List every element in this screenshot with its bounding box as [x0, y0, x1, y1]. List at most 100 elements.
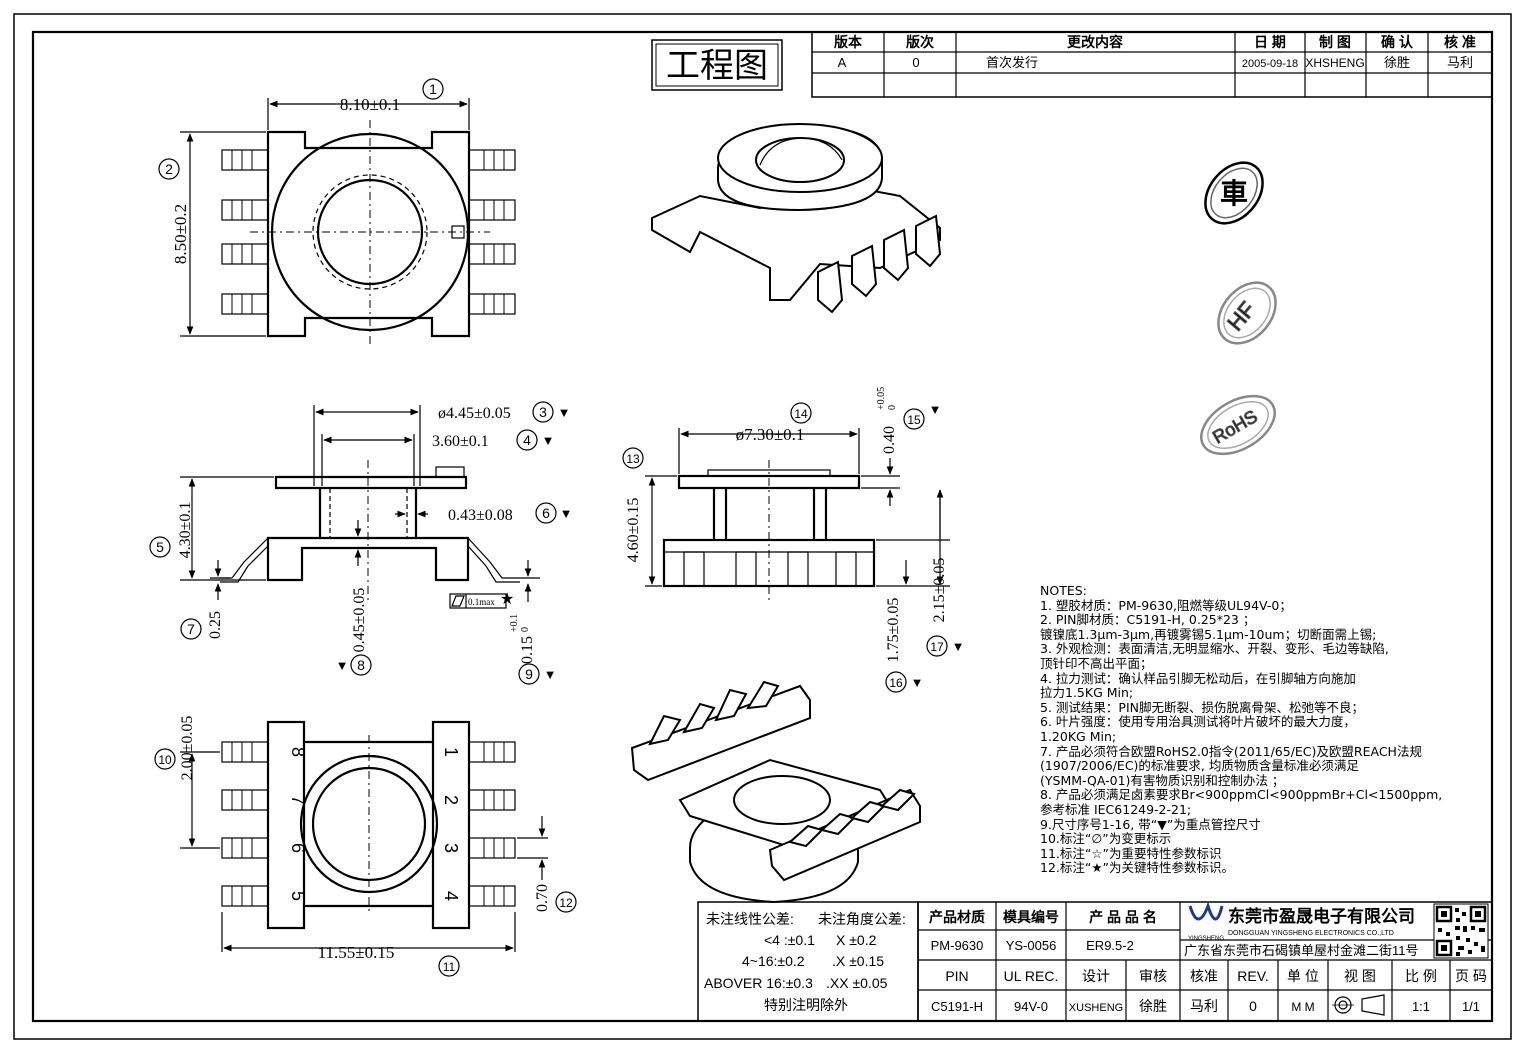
note-line: 4. 拉力测试：确认样品引脚无松动后，在引脚轴方向施加 — [1040, 670, 1356, 686]
dim-2-text: 8.50±0.2 — [171, 204, 190, 264]
critical-dimension-triangle-icon: ▼ — [929, 402, 942, 417]
tb-approve-label: 核准 — [1190, 968, 1218, 984]
critical-dimension-triangle-icon: ▼ — [336, 658, 349, 673]
tb-rev: 0 — [1249, 998, 1257, 1014]
rev-header-drawn: 制 图 — [1319, 34, 1351, 50]
critical-dimension-triangle-icon: ▼ — [911, 675, 924, 690]
note-line: 1.20KG Min; — [1040, 728, 1117, 744]
notes-heading: NOTES: — [1040, 583, 1087, 598]
dim-9-tol: +0.10 — [509, 614, 531, 632]
top-pin — [468, 149, 516, 171]
tb-approve: 马利 — [1190, 998, 1218, 1014]
balloon-7-text: 7 — [187, 621, 195, 637]
company-logo: YINGSHENG — [1188, 901, 1224, 942]
top-view — [221, 120, 516, 345]
balloon-7: 7 — [180, 618, 202, 640]
top-pin — [221, 243, 269, 265]
note-line: 7. 产品必须符合欧盟RoHS2.0指令(2011/65/EC)及欧盟REACH… — [1040, 743, 1422, 759]
rev-cell-version: A — [838, 55, 847, 70]
tb-view-label: 视 图 — [1344, 968, 1376, 984]
tb-ul-label: UL REC. — [1004, 968, 1059, 984]
rev-header-date: 日 期 — [1254, 34, 1286, 50]
dim-15-tol: +0.050 — [876, 387, 898, 410]
dim-4-text: 3.60±0.1 — [432, 433, 489, 450]
company-name-cn: 东莞市盈晟电子有限公司 — [1228, 906, 1415, 926]
top-pin — [468, 243, 516, 265]
tb-pin-label: PIN — [945, 968, 968, 984]
stamp-rohs-text: RoHS — [1209, 406, 1261, 447]
stamp-car-text: 車 — [1220, 178, 1248, 209]
critical-dimension-triangle-icon: ▼ — [542, 433, 555, 448]
projection-symbol-icon — [1332, 994, 1385, 1016]
balloon-10-text: 10 — [158, 753, 172, 767]
tol-row2-linear: 4~16:±0.2 — [742, 953, 805, 969]
tb-mold-label: 模具编号 — [1003, 909, 1059, 925]
balloon-5-text: 5 — [156, 539, 164, 555]
dim-15-text: 0.40 — [881, 426, 898, 454]
tol-row1-linear: <4 :±0.1 — [764, 932, 815, 948]
top-view-dimensions: 8.10±0.1 8.50±0.2 — [171, 95, 470, 337]
tb-material-label: 产品材质 — [929, 909, 985, 925]
isometric-view-top — [651, 123, 942, 314]
isometric-view-bottom — [630, 680, 921, 904]
top-pin — [468, 199, 516, 221]
balloon-8-text: 8 — [357, 657, 365, 673]
rev-header-change: 更改内容 — [1067, 34, 1123, 50]
stamp-hf: HF — [1217, 281, 1277, 345]
note-line: 6. 叶片强度：使用专用治具测试将叶片破坏的最大力度， — [1040, 714, 1356, 730]
top-pin — [221, 199, 269, 221]
note-line: (1907/2006/EC)的标准要求, 均质物质含量标准必须满足 — [1040, 758, 1359, 774]
balloon-13-text: 13 — [626, 452, 640, 466]
tb-mold: YS-0056 — [1006, 938, 1057, 953]
pin-number-3: 3 — [441, 843, 461, 853]
rev-header-version: 版本 — [834, 34, 863, 50]
balloon-4: 4▼ — [516, 429, 555, 451]
side-view — [662, 460, 876, 600]
balloon-4-text: 4 — [523, 432, 531, 448]
title-badge-text: 工程图 — [666, 47, 768, 85]
rev-header-approve: 核 准 — [1444, 34, 1476, 50]
note-line: 10.标注“∅”为变更标示 — [1040, 831, 1172, 847]
rev-cell-change: 首次发行 — [986, 55, 1038, 70]
front-view-dimensions: ø4.45±0.05 3.60±0.1 0.43±0.08 4.30±0.1 0… — [177, 405, 540, 664]
dim-10-text: 2.00±0.05 — [179, 716, 196, 781]
tb-rev-label: REV. — [1237, 968, 1268, 984]
balloon-2-text: 2 — [165, 161, 173, 177]
tb-design-label: 设计 — [1082, 968, 1110, 984]
tb-page: 1/1 — [1462, 999, 1480, 1014]
note-line: 5. 测试结果：PIN脚无断裂、损伤脱离骨架、松弛等不良； — [1040, 699, 1364, 715]
balloon-12: 12 — [555, 891, 577, 913]
rev-header-edition: 版次 — [906, 34, 934, 50]
rev-header-confirm: 确 认 — [1381, 34, 1414, 50]
dim-14-text: ø7.30±0.1 — [736, 425, 805, 444]
flatness-callout: 0.1max ★ — [449, 591, 514, 609]
tol-special-note: 特别注明除外 — [764, 997, 848, 1013]
notes-block: NOTES: 1. 塑胶材质：PM-9630,阻燃等级UL94V-0； 2. P… — [1040, 583, 1500, 876]
top-pin — [221, 149, 269, 171]
balloon-17-text: 17 — [930, 640, 944, 654]
tb-unit: M M — [1291, 1000, 1314, 1014]
tb-ul: 94V-0 — [1014, 999, 1048, 1014]
tb-product-label: 产 品 品 名 — [1089, 909, 1157, 925]
balloon-17: 17▼ — [926, 635, 964, 657]
tb-page-label: 页 码 — [1455, 968, 1487, 984]
pin-number-1: 1 — [441, 747, 461, 757]
side-view-dimensions: ø7.30±0.1 4.60±0.15 0.40 +0.050 2.15±0.0… — [625, 387, 950, 662]
tb-audit-label: 审核 — [1139, 968, 1167, 984]
stamp-car: 車 — [1204, 161, 1264, 225]
dim-8-text: 0.45±0.05 — [351, 588, 368, 653]
balloon-10: 10 — [154, 748, 176, 770]
note-line: 11.标注“☆”为重要特性参数标识 — [1040, 845, 1222, 861]
critical-dimension-triangle-icon: ▼ — [558, 405, 571, 420]
revision-table: 版本 版次 更改内容 日 期 制 图 确 认 核 准 A 0 首次发行 2005… — [811, 31, 1493, 98]
balloon-3: 3▼ — [532, 401, 571, 423]
note-line: 3. 外观检测：表面清洁,无明显缩水、开裂、变形、毛边等缺陷, — [1040, 641, 1389, 657]
tol-row1-angle: X ±0.2 — [836, 932, 877, 948]
tb-pin: C5191-H — [931, 999, 983, 1014]
balloon-1: 1 — [422, 78, 444, 100]
top-pin — [221, 293, 269, 315]
pin-number-5: 5 — [288, 891, 308, 901]
note-line: 2. PIN脚材质：C5191-H, 0.25*23 ； — [1040, 612, 1256, 628]
stamp-hf-text: HF — [1222, 297, 1260, 336]
title-badge: 工程图 — [651, 39, 783, 91]
